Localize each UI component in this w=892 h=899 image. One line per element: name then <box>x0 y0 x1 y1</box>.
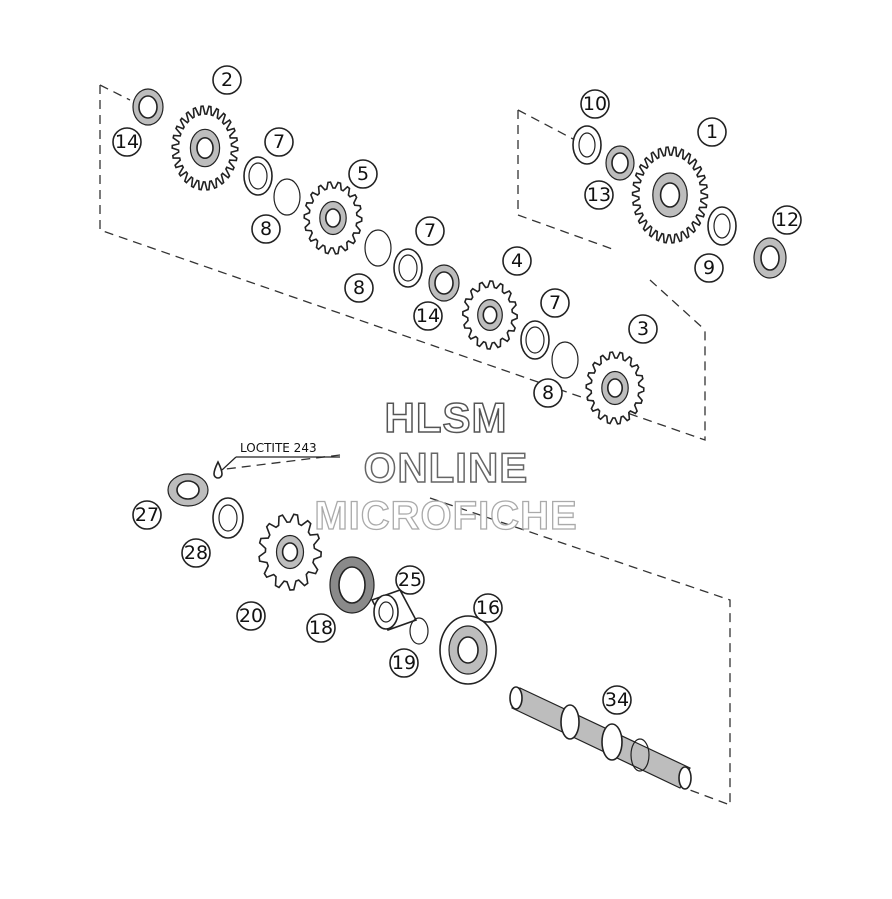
washer-part-10 <box>572 125 602 165</box>
svg-text:7: 7 <box>273 131 285 153</box>
bearing-part-12 <box>753 237 787 279</box>
washer-part-9 <box>707 206 737 246</box>
svg-text:34: 34 <box>605 689 629 711</box>
svg-text:4: 4 <box>511 250 523 272</box>
circlip-part-8-a <box>273 178 301 216</box>
shaft-part-34 <box>509 686 692 790</box>
washer-part-7-a <box>243 156 273 196</box>
circlip-part-8-b <box>364 229 392 267</box>
watermark-line-2: ONLINE <box>363 443 529 492</box>
callout-34: 34 <box>602 685 632 715</box>
gear-4-bore <box>482 305 498 325</box>
gear-part-4 <box>461 280 519 350</box>
gear-part-1 <box>631 146 709 244</box>
callout-8-c: 8 <box>533 378 563 408</box>
gear-3-bore <box>607 378 623 398</box>
callout-14-b: 14 <box>413 301 443 331</box>
callout-25: 25 <box>395 565 425 595</box>
needle-bearing-part-14-upper <box>132 88 164 126</box>
svg-text:12: 12 <box>775 209 799 231</box>
callout-2: 2 <box>212 65 242 95</box>
loctite-drop-icon <box>213 460 223 479</box>
callout-19: 19 <box>389 648 419 678</box>
o-ring-part-19 <box>409 617 429 645</box>
svg-text:14: 14 <box>115 131 139 153</box>
svg-text:7: 7 <box>424 220 436 242</box>
needle-bearing-part-14-lower <box>428 264 460 302</box>
svg-text:1: 1 <box>706 121 718 143</box>
callout-7-c: 7 <box>540 288 570 318</box>
callout-3: 3 <box>628 314 658 344</box>
svg-text:28: 28 <box>184 542 208 564</box>
callout-28: 28 <box>181 538 211 568</box>
gear-part-3 <box>585 351 645 425</box>
svg-text:16: 16 <box>476 597 500 619</box>
svg-text:27: 27 <box>135 504 159 526</box>
svg-text:7: 7 <box>549 292 561 314</box>
loctite-note-label: LOCTITE 243 <box>240 441 317 455</box>
callout-8-a: 8 <box>251 214 281 244</box>
callout-layer: 1 2 3 4 5 7 7 7 8 8 8 9 10 12 13 14 14 1… <box>112 65 802 715</box>
callout-16: 16 <box>473 593 503 623</box>
gear-part-5 <box>303 181 363 255</box>
svg-text:9: 9 <box>703 257 715 279</box>
svg-text:8: 8 <box>260 218 272 240</box>
svg-text:20: 20 <box>239 605 263 627</box>
gear-1-bore <box>659 182 681 208</box>
callout-20: 20 <box>236 601 266 631</box>
callout-27: 27 <box>132 500 162 530</box>
callout-14-a: 14 <box>112 127 142 157</box>
circlip-part-8-c <box>551 341 579 379</box>
watermark-line-3: MICROFICHE <box>314 493 578 538</box>
watermark-line-1: HLSM <box>384 393 508 442</box>
svg-text:2: 2 <box>221 69 233 91</box>
callout-7-a: 7 <box>264 127 294 157</box>
gear-2-bore <box>196 137 214 159</box>
callout-7-b: 7 <box>415 216 445 246</box>
gear-part-2 <box>171 105 239 191</box>
callout-12: 12 <box>772 205 802 235</box>
needle-bearing-part-13 <box>605 145 635 181</box>
callout-18: 18 <box>306 613 336 643</box>
callout-9: 9 <box>694 253 724 283</box>
svg-text:10: 10 <box>583 93 607 115</box>
nut-part-27 <box>167 473 209 507</box>
callout-13: 13 <box>584 180 614 210</box>
svg-text:19: 19 <box>392 652 416 674</box>
callout-1: 1 <box>697 117 727 147</box>
gear-20-bore <box>281 542 299 562</box>
callout-5: 5 <box>348 159 378 189</box>
svg-text:14: 14 <box>416 305 440 327</box>
washer-part-7-c <box>520 320 550 360</box>
sleeve-part-25 <box>370 589 418 631</box>
svg-text:25: 25 <box>398 569 422 591</box>
seal-part-18 <box>329 556 375 614</box>
svg-text:8: 8 <box>542 382 554 404</box>
washer-part-7-b <box>393 248 423 288</box>
svg-text:8: 8 <box>353 277 365 299</box>
lock-washer-part-28 <box>212 497 244 539</box>
sprocket-part-20 <box>258 513 323 591</box>
callout-4: 4 <box>502 246 532 276</box>
svg-text:3: 3 <box>637 318 649 340</box>
callout-8-b: 8 <box>344 273 374 303</box>
loctite-note: LOCTITE 243 <box>221 441 340 471</box>
svg-text:18: 18 <box>309 617 333 639</box>
gear-5-bore <box>325 208 341 228</box>
ball-bearing-part-16 <box>439 615 497 685</box>
svg-text:5: 5 <box>357 163 369 185</box>
callout-10: 10 <box>580 89 610 119</box>
assembly-boundary-upper <box>99 84 706 441</box>
svg-text:13: 13 <box>587 184 611 206</box>
